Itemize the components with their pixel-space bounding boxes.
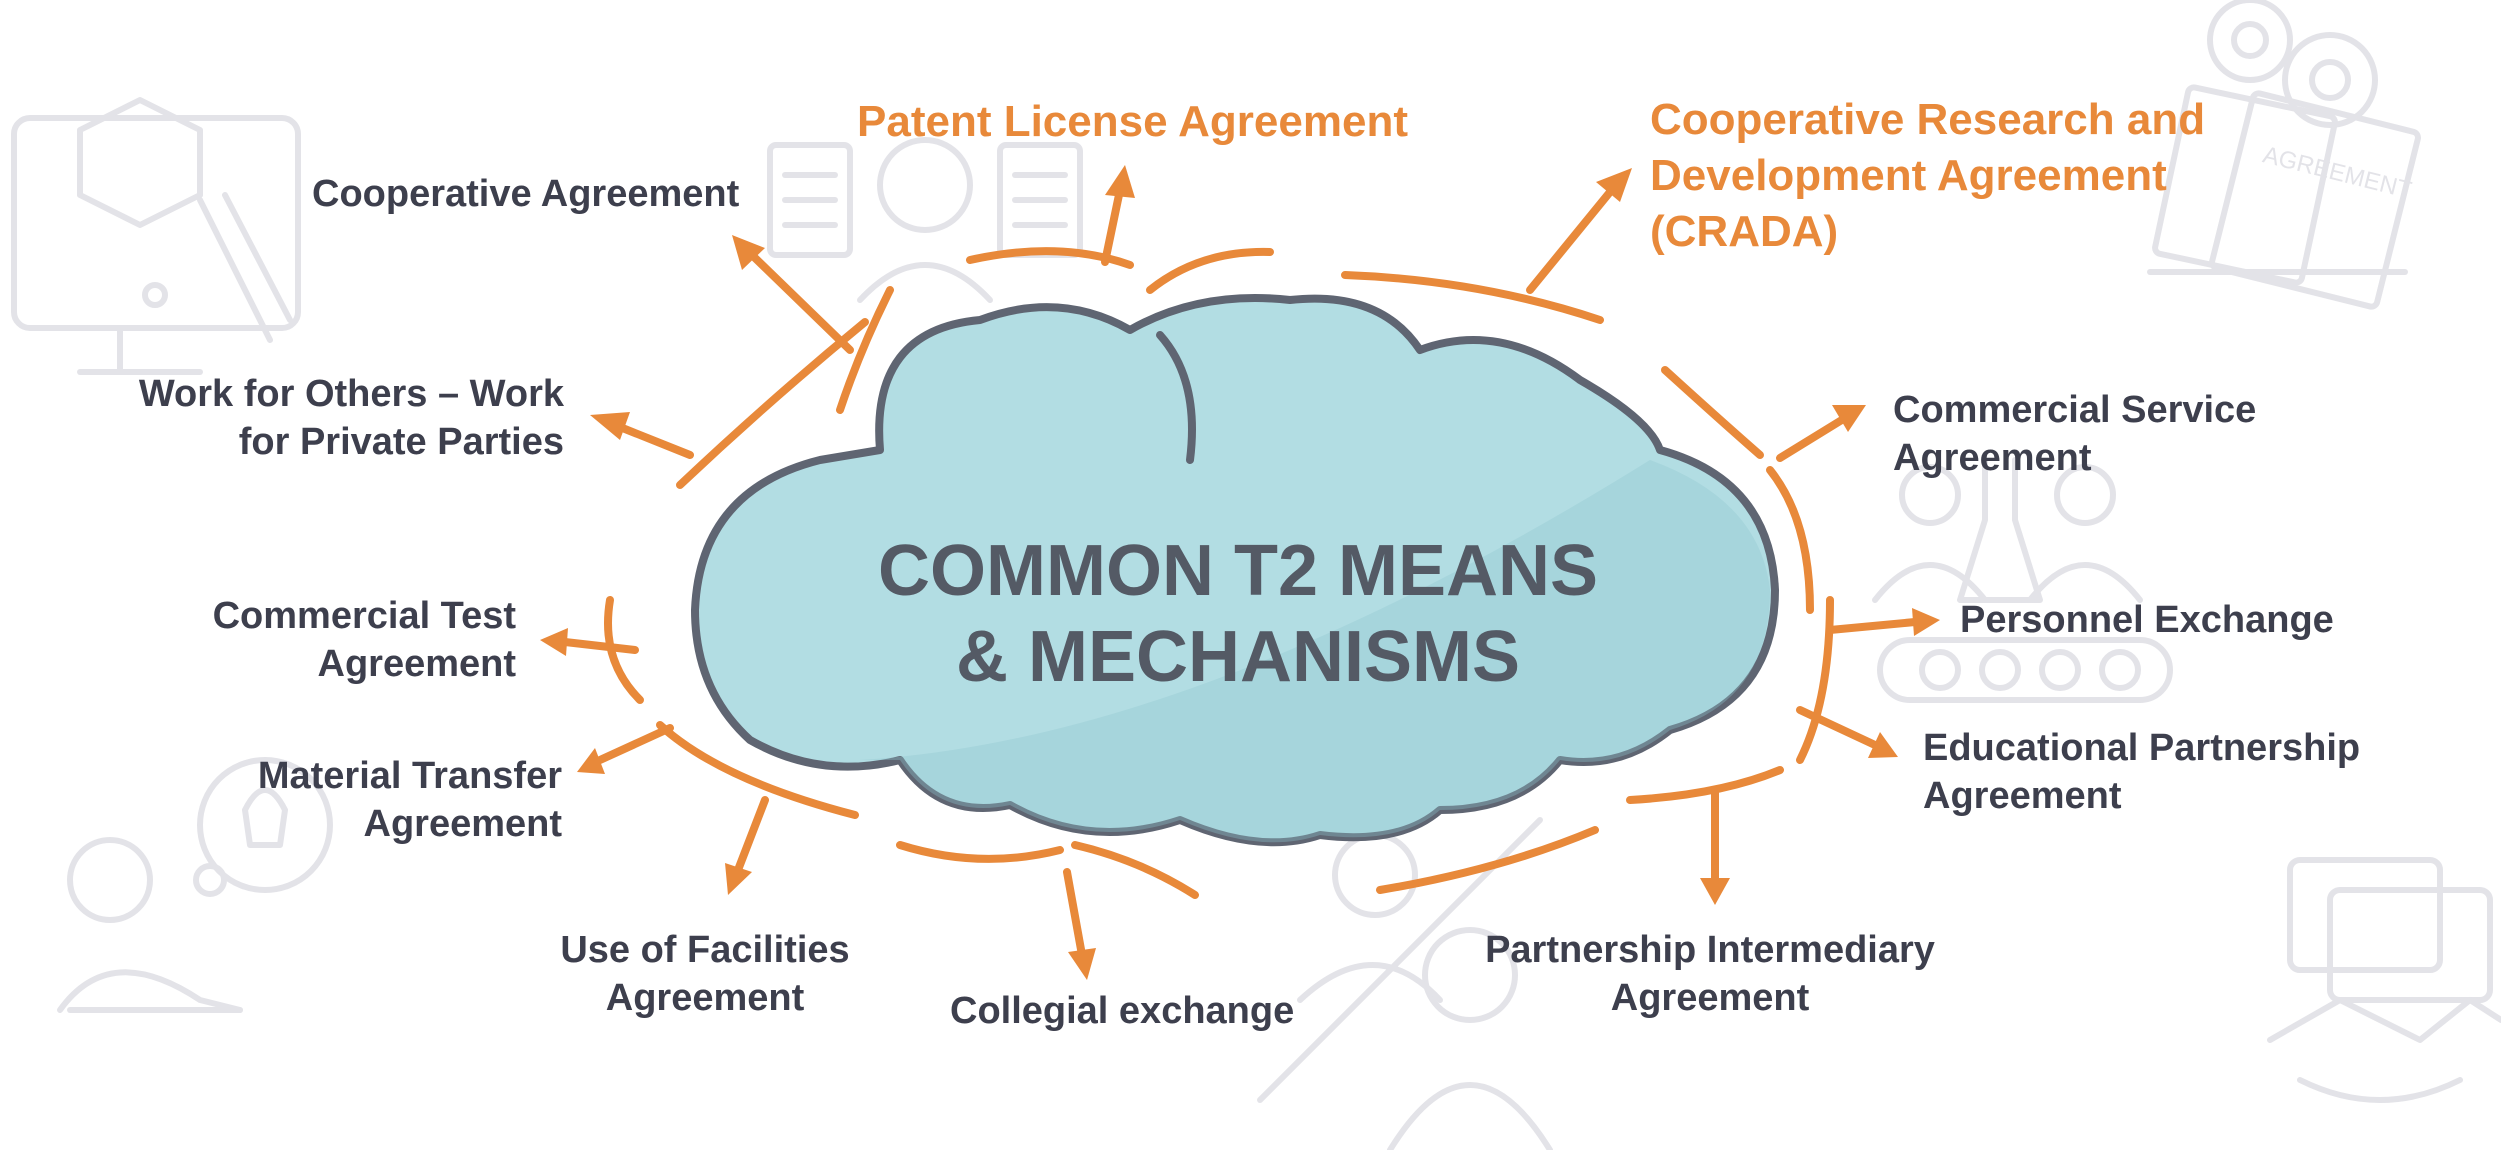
lightbulb-person-icon <box>57 757 333 1013</box>
label-material-transfer: Material Transfer Agreement <box>257 755 562 845</box>
label-collegial-exchange: Collegial exchange <box>950 990 1295 1032</box>
arrow-csa <box>1776 405 1866 462</box>
arrow-patent <box>1101 165 1135 266</box>
svg-text:AGREEMENT: AGREEMENT <box>2260 141 2414 204</box>
arrow-wfo <box>590 412 694 459</box>
outer-arcs <box>604 247 1834 899</box>
agreement-gears-icon: AGREEMENT <box>2147 0 2421 310</box>
center-title: COMMON T2 MEANS & MECHANISMS <box>788 528 1688 700</box>
label-crada: Cooperative Research and Development Agr… <box>1650 95 2206 256</box>
arrows <box>540 165 1940 980</box>
label-commercial-service: Commercial Service Agreement <box>1893 389 2257 479</box>
center-title-line1: COMMON T2 MEANS <box>878 531 1598 611</box>
lab-flask-icon <box>1872 457 2173 703</box>
label-work-for-others: Work for Others – Work for Private Parti… <box>138 373 564 463</box>
label-partnership-intermediary: Partnership Intermediary Agreement <box>1485 929 1935 1019</box>
arrow-crada <box>1526 168 1632 294</box>
label-educational-partnership: Educational Partnership Agreement <box>1923 727 2361 817</box>
document-person-icon <box>767 137 1083 303</box>
center-cloud <box>691 294 1779 847</box>
arrow-pia <box>1700 786 1730 905</box>
arrow-cta <box>540 628 639 656</box>
label-patent-license: Patent License Agreement <box>857 97 1408 146</box>
arrow-epa <box>1796 706 1898 758</box>
label-commercial-test: Commercial Test Agreement <box>212 595 516 685</box>
arrow-cooperative <box>732 235 854 354</box>
arrow-collegial <box>1063 868 1096 980</box>
center-title-line2: & MECHANISMS <box>955 617 1520 697</box>
monitor-magnifier-icon <box>11 97 301 375</box>
label-use-of-facilities: Use of Facilities Agreement <box>560 929 850 1019</box>
arrow-mta <box>577 724 674 774</box>
handshake-icon <box>2267 857 2501 1103</box>
label-personnel-exchange: Personnel Exchange <box>1960 599 2334 641</box>
arrow-ufa <box>725 796 769 895</box>
arrow-personnel <box>1826 608 1940 636</box>
label-cooperative-agreement: Cooperative Agreement <box>312 173 740 215</box>
